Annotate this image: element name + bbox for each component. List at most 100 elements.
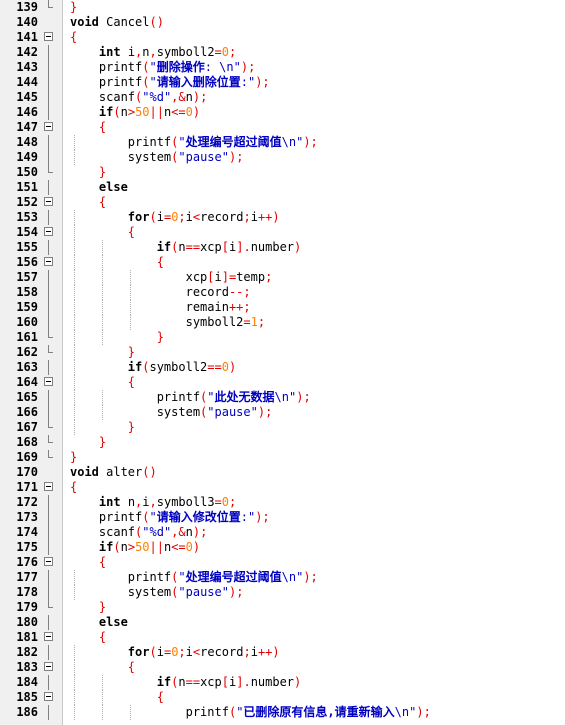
code-line[interactable]: 169} xyxy=(0,450,565,465)
fold-toggle-icon[interactable] xyxy=(44,692,53,701)
indent-guide xyxy=(74,570,75,585)
code-line[interactable]: 151 else xyxy=(0,180,565,195)
fold-guide xyxy=(48,300,49,315)
code-token xyxy=(70,540,99,554)
code-line[interactable]: 144 printf("请输入删除位置:"); xyxy=(0,75,565,90)
code-text: remain++; xyxy=(70,300,251,315)
code-token: ]. xyxy=(236,240,251,254)
line-number: 186 xyxy=(16,705,38,719)
code-line[interactable]: 167 } xyxy=(0,420,565,435)
code-line[interactable]: 164 { xyxy=(0,375,565,390)
code-line[interactable]: 157 xcp[i]=temp; xyxy=(0,270,565,285)
code-line[interactable]: 160 symboll2=1; xyxy=(0,315,565,330)
fold-toggle-icon[interactable] xyxy=(44,662,53,671)
code-line[interactable]: 175 if(n>50||n<=0) xyxy=(0,540,565,555)
code-token xyxy=(70,255,157,269)
code-line[interactable]: 166 system("pause"); xyxy=(0,405,565,420)
indent-guide xyxy=(102,390,103,405)
fold-toggle-icon[interactable] xyxy=(44,197,53,206)
fold-guide xyxy=(48,405,49,420)
fold-toggle-icon[interactable] xyxy=(44,482,53,491)
indent-guide xyxy=(74,375,75,390)
code-line[interactable]: 168 } xyxy=(0,435,565,450)
code-line[interactable]: 178 system("pause"); xyxy=(0,585,565,600)
code-token: 处理编号超过阈值 xyxy=(185,135,282,149)
code-line[interactable]: 182 for(i=0;i<record;i++) xyxy=(0,645,565,660)
code-line[interactable]: 163 if(symboll2==0) xyxy=(0,360,565,375)
indent-guide xyxy=(74,420,75,435)
fold-toggle-icon[interactable] xyxy=(44,122,53,131)
code-line[interactable]: 141{ xyxy=(0,30,565,45)
code-text: } xyxy=(70,600,106,615)
indent-guide xyxy=(74,300,75,315)
code-line[interactable]: 143 printf("删除操作: \n"); xyxy=(0,60,565,75)
code-line[interactable]: 156 { xyxy=(0,255,565,270)
code-line[interactable]: 185 { xyxy=(0,690,565,705)
code-line[interactable]: 180 else xyxy=(0,615,565,630)
code-token: 请输入修改位置 xyxy=(156,510,241,524)
code-line[interactable]: 145 scanf("%d",&n); xyxy=(0,90,565,105)
code-token: { xyxy=(127,225,136,239)
code-line[interactable]: 150 } xyxy=(0,165,565,180)
code-line[interactable]: 176 { xyxy=(0,555,565,570)
fold-toggle-icon[interactable] xyxy=(44,557,53,566)
code-token xyxy=(70,105,99,119)
code-token: { xyxy=(127,660,136,674)
code-token: { xyxy=(156,690,164,704)
code-line[interactable]: 181 { xyxy=(0,630,565,645)
code-token xyxy=(70,375,128,389)
code-token: 50 xyxy=(135,105,150,119)
code-token: == xyxy=(207,360,222,374)
code-line[interactable]: 153 for(i=0;i<record;i++) xyxy=(0,210,565,225)
code-line[interactable]: 158 record--; xyxy=(0,285,565,300)
code-line[interactable]: 147 { xyxy=(0,120,565,135)
code-line[interactable]: 142 int i,n,symboll2=0; xyxy=(0,45,565,60)
code-line[interactable]: 154 { xyxy=(0,225,565,240)
code-line[interactable]: 148 printf("处理编号超过阈值\n"); xyxy=(0,135,565,150)
fold-toggle-icon[interactable] xyxy=(44,257,53,266)
code-text: { xyxy=(70,555,106,570)
fold-toggle-icon[interactable] xyxy=(44,32,53,41)
code-token: temp xyxy=(236,270,266,284)
fold-guide xyxy=(48,615,49,630)
indent-guide xyxy=(74,345,75,360)
code-line[interactable]: 146 if(n>50||n<=0) xyxy=(0,105,565,120)
code-token: > xyxy=(127,105,136,119)
code-line[interactable]: 152 { xyxy=(0,195,565,210)
code-text: printf("请输入修改位置:"); xyxy=(70,510,270,525)
indent-guide xyxy=(74,255,75,270)
code-line[interactable]: 172 int n,i,symboll3=0; xyxy=(0,495,565,510)
fold-toggle-icon[interactable] xyxy=(44,227,53,236)
code-line[interactable]: 139} xyxy=(0,0,565,15)
code-line[interactable]: 177 printf("处理编号超过阈值\n"); xyxy=(0,570,565,585)
code-line[interactable]: 162 } xyxy=(0,345,565,360)
fold-toggle-icon[interactable] xyxy=(44,377,53,386)
line-number: 173 xyxy=(16,510,38,524)
code-line[interactable]: 183 { xyxy=(0,660,565,675)
code-text: if(n>50||n<=0) xyxy=(70,540,200,555)
code-line[interactable]: 179 } xyxy=(0,600,565,615)
fold-toggle-icon[interactable] xyxy=(44,632,53,641)
code-token: ( xyxy=(149,210,157,224)
code-line[interactable]: 165 printf("此处无数据\n"); xyxy=(0,390,565,405)
code-token: { xyxy=(98,195,107,209)
code-line[interactable]: 174 scanf("%d",&n); xyxy=(0,525,565,540)
code-line[interactable]: 186 printf("已删除原有信息,请重新输入\n"); xyxy=(0,705,565,720)
code-token: n xyxy=(185,525,193,539)
code-line[interactable]: 171{ xyxy=(0,480,565,495)
fold-end-marker xyxy=(48,330,53,338)
code-line[interactable]: 149 system("pause"); xyxy=(0,150,565,165)
code-token: xcp xyxy=(200,675,222,689)
code-line[interactable]: 173 printf("请输入修改位置:"); xyxy=(0,510,565,525)
code-line[interactable]: 155 if(n==xcp[i].number) xyxy=(0,240,565,255)
code-text: } xyxy=(70,345,135,360)
code-line[interactable]: 184 if(n==xcp[i].number) xyxy=(0,675,565,690)
line-number: 145 xyxy=(16,90,38,104)
code-line[interactable]: 161 } xyxy=(0,330,565,345)
code-token: ( xyxy=(200,390,208,404)
code-token: } xyxy=(98,165,107,179)
code-line[interactable]: 159 remain++; xyxy=(0,300,565,315)
